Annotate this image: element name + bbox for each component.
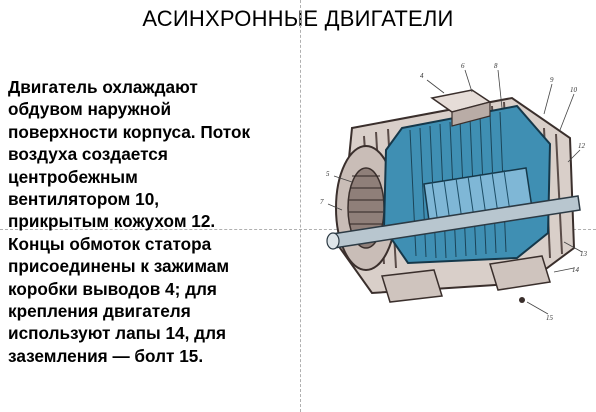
mounting-feet (381, 255, 551, 303)
paragraph-line: воздуха создается (8, 144, 168, 165)
description-paragraph: Двигатель охлаждают обдувом наружной пов… (8, 76, 308, 367)
paragraph-line: прикрытым кожухом 12. (8, 211, 216, 232)
paragraph-line: Двигатель охлаждают (8, 77, 198, 97)
callout-label: 9 (550, 76, 554, 84)
paragraph-line: обдувом наружной (8, 99, 172, 120)
ground-bolt-icon (519, 297, 525, 303)
paragraph-line: Концы обмоток статора (8, 233, 212, 254)
callout-label: 15 (546, 314, 554, 322)
callout-label: 5 (326, 170, 330, 178)
paragraph-line: присоединены к зажимам (8, 256, 230, 277)
paragraph-line: коробки выводов 4; для (8, 278, 217, 299)
paragraph-line: центробежным (8, 166, 138, 187)
rotor-assembly (326, 167, 581, 250)
callout-label: 4 (420, 72, 424, 80)
callout-label: 8 (494, 62, 498, 70)
terminal-box (430, 89, 492, 127)
paragraph-line: поверхности корпуса. Поток (8, 121, 251, 142)
callout-label: 13 (580, 250, 588, 258)
paragraph-line: заземления — болт 15. (8, 345, 204, 366)
paragraph-line: используют лапы 14, для (8, 323, 227, 344)
callout-label: 14 (572, 266, 580, 274)
paragraph-line: крепления двигателя (8, 301, 191, 322)
motor-cutaway-illustration: 4 6 8 9 10 12 5 7 13 14 15 (312, 58, 592, 330)
vertical-guide-line (300, 0, 301, 412)
horizontal-guide-line (0, 229, 596, 230)
callout-label: 12 (578, 142, 586, 150)
callouts: 4 6 8 9 10 12 5 7 13 14 15 (320, 62, 588, 322)
paragraph-line: вентилятором 10, (8, 189, 160, 210)
slide-title: АСИНХРОННЫЕ ДВИГАТЕЛИ (142, 6, 454, 31)
motor-cutaway-drawing: 4 6 8 9 10 12 5 7 13 14 15 (320, 62, 588, 322)
callout-label: 10 (570, 86, 578, 94)
callout-label: 6 (461, 62, 465, 70)
callout-label: 7 (320, 198, 324, 206)
